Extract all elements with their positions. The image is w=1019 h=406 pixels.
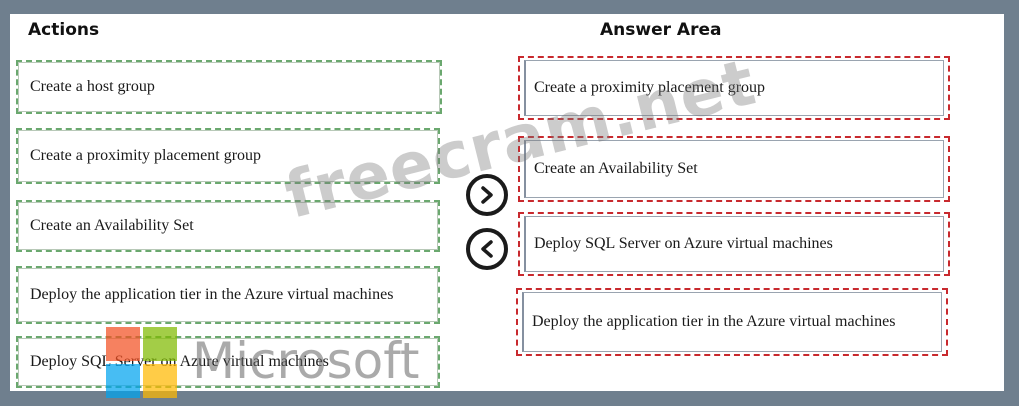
action-item-label: Deploy the application tier in the Azure… [30, 286, 394, 303]
answer-item-proximity-placement-group[interactable]: Create a proximity placement group [518, 56, 950, 120]
answer-area-heading: Answer Area [600, 20, 722, 40]
action-item-proximity-placement-group[interactable]: Create a proximity placement group [16, 128, 440, 184]
action-item-label: Create an Availability Set [30, 217, 194, 234]
chevron-left-icon [481, 240, 493, 258]
drag-drop-panel: Actions Answer Area Create a host group … [10, 14, 1004, 398]
action-item-host-group[interactable]: Create a host group [16, 60, 442, 114]
answer-item-label: Create an Availability Set [524, 140, 944, 198]
actions-heading: Actions [28, 20, 100, 40]
chevron-right-icon [481, 186, 493, 204]
action-item-deploy-sql-server[interactable]: Deploy SQL Server on Azure virtual machi… [16, 336, 440, 388]
answer-item-label: Deploy SQL Server on Azure virtual machi… [524, 216, 944, 272]
answer-item-label: Create a proximity placement group [524, 60, 944, 116]
move-left-button[interactable] [466, 228, 508, 270]
answer-item-deploy-app-tier[interactable]: Deploy the application tier in the Azure… [516, 288, 948, 356]
action-item-label: Create a proximity placement group [30, 147, 262, 164]
action-item-label: Deploy SQL Server on Azure virtual machi… [30, 353, 329, 370]
answer-item-availability-set[interactable]: Create an Availability Set [518, 136, 950, 202]
action-item-deploy-app-tier[interactable]: Deploy the application tier in the Azure… [16, 266, 440, 324]
action-item-availability-set[interactable]: Create an Availability Set [16, 200, 440, 252]
answer-item-deploy-sql-server[interactable]: Deploy SQL Server on Azure virtual machi… [518, 212, 950, 276]
action-item-label: Create a host group [30, 78, 155, 95]
move-right-button[interactable] [466, 174, 508, 216]
answer-item-label: Deploy the application tier in the Azure… [522, 292, 942, 352]
